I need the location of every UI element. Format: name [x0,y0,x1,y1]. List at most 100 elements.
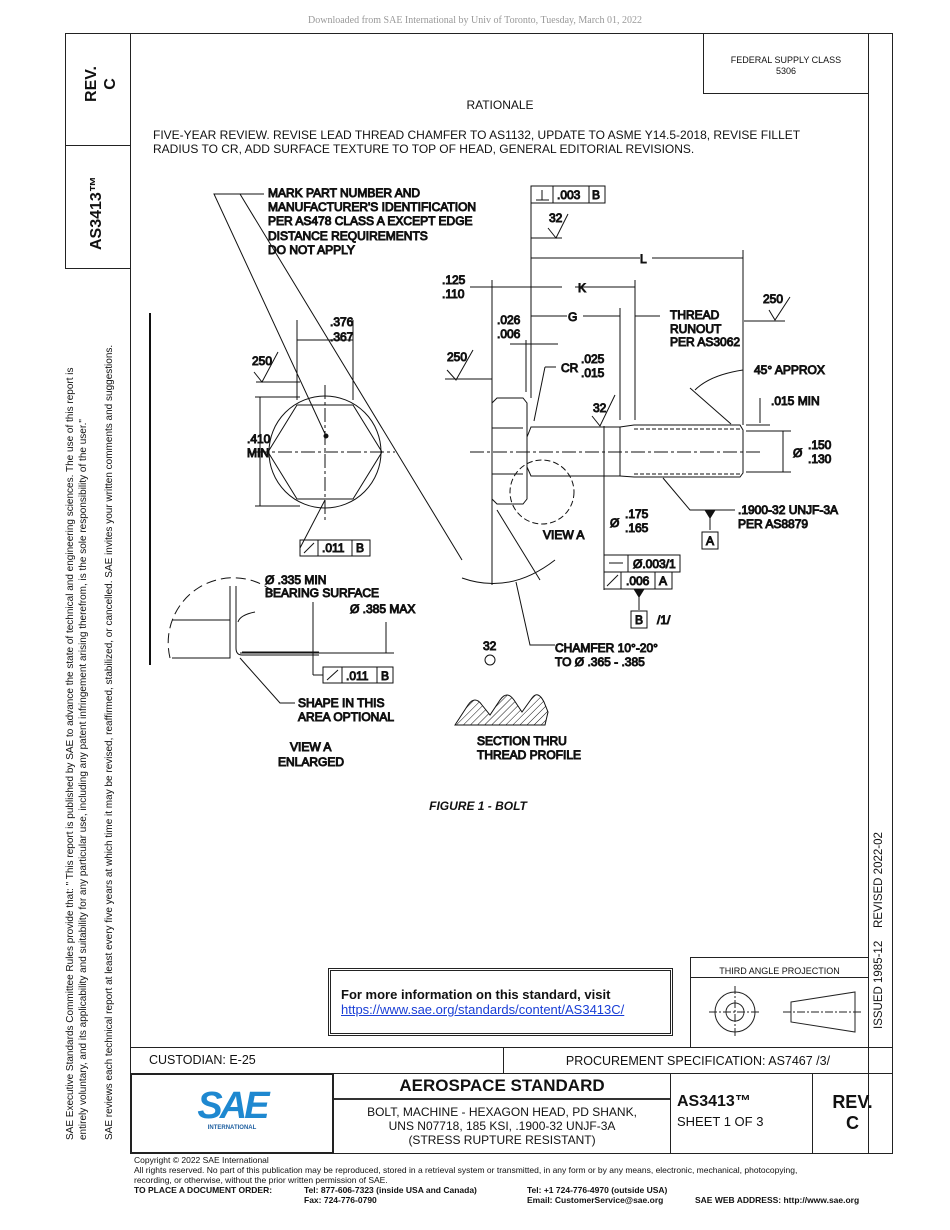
shape-note: AREA OPTIONAL [298,710,394,724]
view-a-enlarged-label: VIEW A [290,740,331,754]
custodian: CUSTODIAN: E-25 [130,1047,504,1074]
perpendicularity-frame: .003 B [530,185,606,204]
copyright: Copyright © 2022 SAE International [134,1155,269,1165]
end-finish: 250 [763,292,783,306]
view-a-label: VIEW A [543,528,584,542]
sheet-number: SHEET 1 OF 3 [677,1114,764,1129]
download-notice: Downloaded from SAE International by Uni… [308,15,642,26]
mark-note: MARK PART NUMBER AND MANUFACTURER'S IDEN… [213,186,477,561]
minor-dia-max: .150 [808,438,832,452]
web-address[interactable]: SAE WEB ADDRESS: http://www.sae.org [695,1195,860,1205]
leader [239,193,463,561]
shape-note: SHAPE IN THIS [298,696,384,710]
procurement-spec: PROCUREMENT SPECIFICATION: AS7467 /3/ [503,1047,893,1074]
rationale-line2: RADIUS TO CR, ADD SURFACE TEXTURE TO TOP… [153,142,695,156]
rev-value: C [846,1113,859,1133]
max-dia: Ø .385 MAX [350,602,415,616]
bearing-runout-value: .011 [346,669,369,683]
view-a-enlarged [167,577,394,704]
title-cell: AEROSPACE STANDARD BOLT, MACHINE - HEXAG… [333,1073,671,1154]
head-height-max: .125 [442,273,466,287]
minor-dia-symbol: Ø [793,446,802,460]
note-line: MANUFACTURER'S IDENTIFICATION [268,200,476,214]
view-a-enlarged-label: ENLARGED [278,755,344,769]
federal-supply-label: FEDERAL SUPPLY CLASS [730,55,842,65]
federal-supply-box: FEDERAL SUPPLY CLASS 5306 [703,33,869,94]
dim-G: G [568,310,577,324]
order-label: TO PLACE A DOCUMENT ORDER: [134,1185,273,1195]
thread-runout: RUNOUT [670,322,722,336]
info-box: For more information on this standard, v… [328,968,673,1036]
doc-number: AS3413™ [677,1093,751,1110]
cr-label: CR [561,361,579,375]
perp-datum: B [592,188,600,202]
shank-dia-max: .175 [625,507,649,521]
note-line: MARK PART NUMBER AND [268,186,420,200]
thread-spec-ref: PER AS8879 [738,517,808,531]
head-height-min: .110 [442,287,465,301]
rev-label: REV. [832,1092,873,1112]
standard-link[interactable]: https://www.sae.org/standards/content/AS… [341,1002,625,1017]
lead-chamfer-dia: TO Ø .365 - .385 [555,655,645,669]
thread-spec: .1900-32 UNJF-3A [738,503,838,517]
across-flats-max: .376 [330,315,354,329]
note-line: DO NOT APPLY [268,243,355,257]
bearing-finish: 250 [447,350,467,364]
rationale-line1: FIVE-YEAR REVIEW. REVISE LEAD THREAD CHA… [153,128,801,142]
email[interactable]: Email: CustomerService@sae.org [527,1195,664,1205]
datum-B: B [635,613,643,627]
rights-line2: recording, or otherwise, without the pri… [134,1175,388,1185]
thread-runout: PER AS3062 [670,335,740,349]
tel-us: Tel: 877-606-7323 (inside USA and Canada… [304,1185,477,1195]
projection-label: THIRD ANGLE PROJECTION [691,958,868,978]
across-corners-min: MIN [247,446,269,460]
sae-logo: SAE INTERNATIONAL [130,1073,334,1154]
hex-runout-frame: .011 B [299,539,371,557]
thread-profile-section [454,654,549,726]
desc-line2: UNS N07718, 185 KSI, .1900-32 UNJF-3A [388,1119,616,1133]
logo-text: SAE [197,1085,269,1127]
section-label: THREAD PROFILE [477,748,581,762]
head-finish: 250 [252,354,272,368]
straightness-value: Ø.003/1 [633,557,676,571]
dim-K: K [578,281,586,295]
rev-cell: REV. C [812,1073,893,1154]
datum-A: A [706,534,714,548]
bearing-surface-dia: Ø .335 MIN [265,573,326,587]
bearing-surface-label: BEARING SURFACE [265,586,379,600]
hex-runout-value: .011 [322,541,345,555]
projection-symbol-icon [709,986,863,1038]
note-line: DISTANCE REQUIREMENTS [268,229,428,243]
shank-control-frames: Ø.003/1 .006 A B /1/ [603,554,681,629]
info-text: For more information on this standard, v… [341,987,611,1002]
washer-thk-max: .026 [497,313,521,327]
section-label: SECTION THRU [477,734,567,748]
rights-line1: All rights reserved. No part of this pub… [134,1165,798,1175]
shank-runout-datum: A [659,574,667,588]
fax: Fax: 724-776-0790 [304,1195,377,1205]
hex-runout-datum: B [356,541,364,555]
desc-line1: BOLT, MACHINE - HEXAGON HEAD, PD SHANK, [367,1105,637,1119]
note-line: PER AS478 CLASS A EXCEPT EDGE [268,214,473,228]
chamfer-angle: 45° APPROX [754,363,825,377]
dim-L: L [640,252,647,266]
minor-dia-min: .130 [808,452,832,466]
cr-max: .025 [581,352,605,366]
top-finish: 32 [549,211,563,225]
shank-dia-min: .165 [625,521,649,535]
figure-caption: FIGURE 1 - BOLT [429,799,527,813]
footer: Copyright © 2022 SAE International All r… [134,1155,894,1205]
rationale-title: RATIONALE [466,98,534,112]
cr-min: .015 [581,366,605,380]
logo-sub: INTERNATIONAL [207,1125,257,1131]
thread-finish: 32 [483,639,497,653]
doc-number-cell: AS3413™ SHEET 1 OF 3 [670,1073,813,1154]
tel-intl: Tel: +1 724-776-4970 (outside USA) [527,1185,668,1195]
federal-supply-value: 5306 [775,66,797,76]
datum-B-note: /1/ [657,613,671,627]
hex-end-view [253,320,395,549]
bolt-side-view [445,186,791,646]
across-flats-min: .367 [330,330,354,344]
shank-dia-symbol: Ø [610,516,619,530]
